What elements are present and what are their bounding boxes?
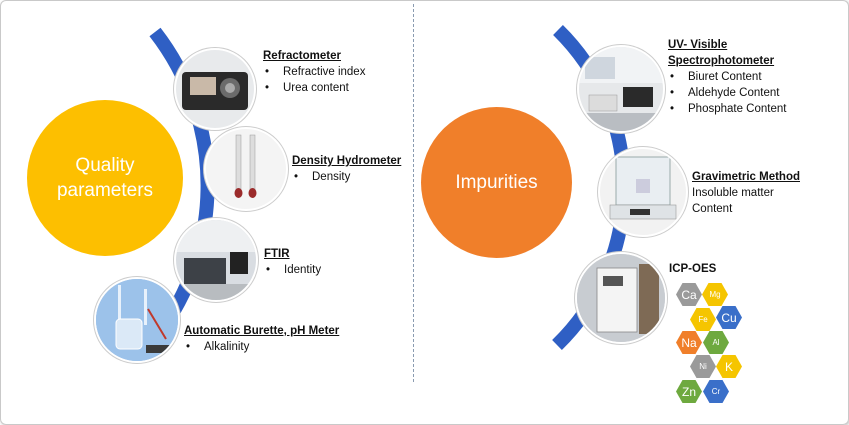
element-ni: Ni xyxy=(690,355,716,378)
element-cr: Cr xyxy=(703,380,729,403)
bullet-identity: Identity xyxy=(264,262,321,278)
burette-ph-meter-title: Automatic Burette, pH Meter xyxy=(184,325,340,337)
bullet-phosphate-content: Phosphate Content xyxy=(668,101,786,117)
ftir-title: FTIR xyxy=(264,248,290,260)
element-cu: Cu xyxy=(716,306,742,329)
element-fe-label: Fe xyxy=(698,315,708,324)
uv-vis-photo xyxy=(577,45,665,133)
ftir-label: FTIR Identity xyxy=(264,246,321,278)
bullet-refractive-index: Refractive index xyxy=(263,64,365,80)
balance-photo xyxy=(598,147,688,237)
element-mg-label: Mg xyxy=(709,290,721,299)
element-cr-label: Cr xyxy=(711,387,721,396)
section-divider xyxy=(413,4,414,382)
refractometer-photo xyxy=(174,48,256,130)
element-ni-label: Ni xyxy=(699,362,707,371)
uv-vis-title-line2: Spectrophotometer xyxy=(668,55,775,67)
bullet-alkalinity: Alkalinity xyxy=(184,339,339,355)
element-k-label: K xyxy=(724,359,733,374)
insoluble-matter-text: Insoluble matter xyxy=(692,187,774,199)
quality-parameters-circle: Quality parameters xyxy=(27,100,183,256)
element-na: Na xyxy=(676,331,702,354)
quality-parameters-label: Quality parameters xyxy=(56,155,154,201)
impurities-circle: Impurities xyxy=(421,107,572,258)
refractometer-label: Refractometer Refractive index Urea cont… xyxy=(263,48,365,96)
burette-ph-meter-label: Automatic Burette, pH Meter Alkalinity xyxy=(184,323,339,355)
element-k: K xyxy=(716,355,742,378)
gravimetric-title: Gravimetric Method xyxy=(692,171,800,183)
element-zn-label: Zn xyxy=(681,384,696,399)
density-hydrometer-label: Density Hydrometer Density xyxy=(292,153,401,185)
burette-photo xyxy=(94,277,180,363)
icp-oes-label: ICP-OES xyxy=(669,261,716,277)
icp-oes-title: ICP-OES xyxy=(669,263,717,275)
bullet-biuret-content: Biuret Content xyxy=(668,69,786,85)
element-al-label: Al xyxy=(712,338,720,347)
density-hydrometer-title: Density Hydrometer xyxy=(292,155,402,167)
uv-vis-label: UV- Visible Spectrophotometer Biuret Con… xyxy=(668,37,786,117)
element-na-label: Na xyxy=(681,335,697,350)
insoluble-content-text: Content xyxy=(692,203,733,215)
element-zn: Zn xyxy=(676,380,702,403)
hydrometer-photo xyxy=(204,127,288,211)
bullet-density: Density xyxy=(292,169,401,185)
bullet-aldehyde-content: Aldehyde Content xyxy=(668,85,786,101)
icp-oes-photo xyxy=(575,252,667,344)
impurities-label: Impurities xyxy=(455,171,538,193)
refractometer-title: Refractometer xyxy=(263,50,341,62)
element-fe: Fe xyxy=(690,308,716,331)
element-cu-label: Cu xyxy=(721,310,737,325)
element-ca-label: Ca xyxy=(681,287,697,302)
element-ca: Ca xyxy=(676,283,702,306)
element-mg: Mg xyxy=(702,283,728,306)
element-al: Al xyxy=(703,331,729,354)
gravimetric-label: Gravimetric Method Insoluble matter Cont… xyxy=(692,169,800,217)
ftir-photo xyxy=(174,218,258,302)
bullet-urea-content: Urea content xyxy=(263,80,365,96)
uv-vis-title-line1: UV- Visible xyxy=(668,39,728,51)
